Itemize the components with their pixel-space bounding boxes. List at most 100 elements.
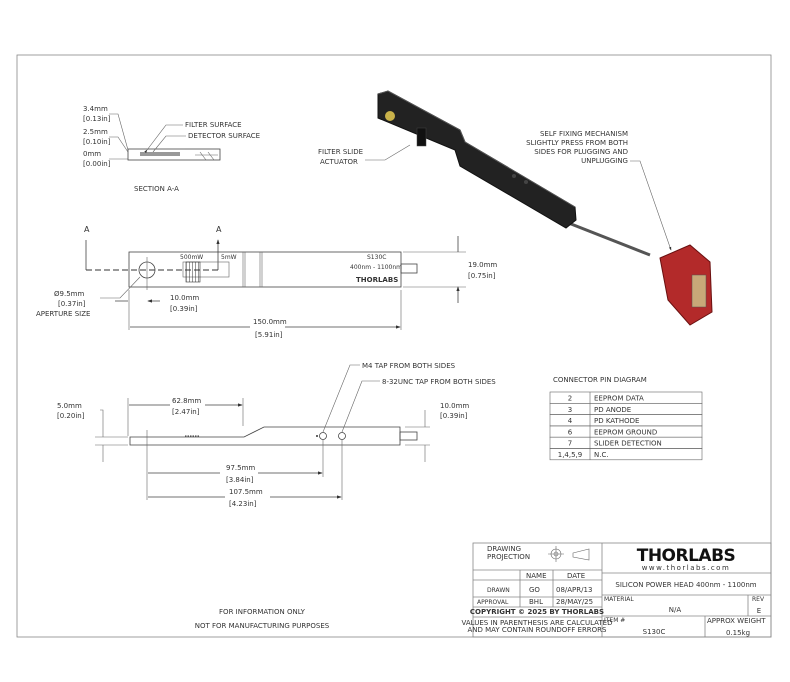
pin-signal: N.C.: [594, 451, 609, 459]
pin-row: 1,4,5,9 N.C.: [549, 448, 703, 461]
dim-2-5mm: 2.5mm: [83, 128, 108, 136]
drawing-projection-1: DRAWING: [487, 545, 521, 553]
pin-row: 3 PD ANODE: [549, 402, 703, 415]
filter-slide-label: FILTER SLIDE: [318, 148, 363, 156]
name-header: NAME: [526, 572, 547, 580]
unc-tap-hole: [338, 432, 346, 440]
projection-symbol-icon: [548, 546, 590, 562]
drawing-border: [16, 54, 772, 638]
thin-length-in: [2.47in]: [172, 408, 200, 416]
thin-length-mm: 62.8mm: [172, 397, 201, 405]
pin-number: 7: [568, 440, 572, 448]
dim-0mm: 0mm: [83, 150, 101, 158]
drawn-name: GO: [529, 586, 540, 594]
self-fixing-line-1: SELF FIXING MECHANISM: [540, 130, 628, 138]
filter-slider: [185, 261, 201, 283]
dim-0-13in: [0.13in]: [83, 115, 111, 123]
disclaimer-2: AND MAY CONTAIN ROUNDOFF ERRORS: [468, 626, 608, 634]
offset-in: [0.39in]: [170, 305, 198, 313]
detector: [140, 152, 180, 156]
approval-label: APPROVAL: [477, 599, 509, 606]
unc-position-in: [4.23in]: [229, 500, 257, 508]
unc-position-mm: 107.5mm: [229, 488, 263, 496]
section-a-a: 3.4mm [0.13in] 2.5mm [0.10in] 0mm [0.00i…: [83, 105, 260, 193]
pin-row: 6 EEPROM GROUND: [549, 425, 703, 438]
m4-tap-label: M4 TAP FROM BOTH SIDES: [362, 362, 456, 370]
length-mm: 150.0mm: [253, 318, 287, 326]
m4-tap-hole: [319, 432, 327, 440]
aperture-label: APERTURE SIZE: [36, 310, 90, 318]
pin-signal: PD ANODE: [594, 406, 631, 414]
section-mark-right: A: [216, 225, 222, 234]
height-in: [0.75in]: [468, 272, 496, 280]
disclaimer-1: VALUES IN PARENTHESIS ARE CALCULATED: [462, 619, 613, 627]
material-value: N/A: [669, 606, 682, 614]
approval-name: BHL: [529, 598, 543, 606]
height-mm: 19.0mm: [468, 261, 497, 269]
top-view: A A 500mW 5mW S130C 400nm - 1100nm THORL…: [36, 225, 497, 339]
m4-position-in: [3.84in]: [226, 476, 254, 484]
self-fixing-line-2: SLIGHTLY PRESS FROM BOTH: [526, 139, 628, 147]
sensor-body: [377, 90, 577, 229]
drawing-projection-2: PROJECTION: [487, 553, 530, 561]
filter-surface-label: FILTER SURFACE: [185, 121, 242, 129]
pin-signal: PD KATHODE: [594, 417, 639, 425]
notice-line-2: NOT FOR MANUFACTURING PURPOSES: [195, 622, 330, 630]
m4-position-mm: 97.5mm: [226, 464, 255, 472]
pin-number: 6: [568, 428, 573, 436]
logo-engraving: THORLABS: [356, 276, 398, 284]
dim-0-00in: [0.00in]: [83, 160, 111, 168]
rev-label: REV: [752, 596, 765, 603]
side-body: [129, 426, 401, 446]
pin-signal: SLIDER DETECTION: [594, 440, 662, 448]
self-fixing-line-4: UNPLUGGING: [581, 157, 628, 165]
thin-thickness-mm: 5.0mm: [57, 402, 82, 410]
item-label: ITEM #: [604, 617, 625, 624]
cable: [565, 220, 651, 257]
unc-tap-label: 8-32UNC TAP FROM BOTH SIDES: [382, 378, 496, 386]
thick-thickness-mm: 10.0mm: [440, 402, 469, 410]
copyright: COPYRIGHT © 2025 BY THORLABS: [470, 608, 604, 616]
thin-thickness-in: [0.20in]: [57, 412, 85, 420]
detector-surface-label: DETECTOR SURFACE: [188, 132, 260, 140]
aperture-window: [385, 111, 395, 121]
pin-diagram-title: CONNECTOR PIN DIAGRAM: [553, 376, 647, 384]
self-fixing-line-3: SIDES FOR PLUGGING AND: [534, 148, 628, 156]
pin-signal: EEPROM DATA: [594, 395, 644, 403]
aperture-mm: Ø9.5mm: [54, 290, 84, 298]
range-engraving: 400nm - 1100nm: [350, 264, 402, 271]
pin-signal: EEPROM GROUND: [594, 428, 657, 436]
drawn-label: DRAWN: [487, 587, 510, 594]
rev-value: E: [757, 607, 761, 615]
notice-line-1: FOR INFORMATION ONLY: [219, 608, 306, 616]
drawn-date: 08/APR/13: [556, 586, 592, 594]
filter-slide-label-2: ACTUATOR: [320, 158, 358, 166]
approval-date: 28/MAY/25: [556, 598, 593, 606]
material-label: MATERIAL: [604, 596, 634, 603]
section-body: [127, 148, 221, 161]
item-value: S130C: [643, 628, 666, 636]
weight-value: 0.15kg: [726, 629, 750, 637]
isometric-view: FILTER SLIDE ACTUATOR SELF FIXING MECHAN…: [318, 90, 713, 326]
title-block: DRAWING PROJECTION NAME DATE DRAWN GO 08…: [462, 542, 772, 638]
dim-3-4mm: 3.4mm: [83, 105, 108, 113]
pin-number: 1,4,5,9: [558, 451, 583, 459]
date-header: DATE: [567, 572, 585, 580]
offset-mm: 10.0mm: [170, 294, 199, 302]
power-low-label: 5mW: [221, 254, 237, 261]
length-in: [5.91in]: [255, 331, 283, 339]
pin-number: 3: [568, 406, 572, 414]
section-mark-left: A: [84, 225, 90, 234]
thick-thickness-in: [0.39in]: [440, 412, 468, 420]
model-engraving: S130C: [367, 254, 386, 261]
weight-label: APPROX WEIGHT: [707, 617, 766, 625]
description: SILICON POWER HEAD 400nm - 1100nm: [615, 581, 756, 589]
pin-row: 7 SLIDER DETECTION: [549, 436, 703, 449]
aperture-in: [0.37in]: [58, 300, 86, 308]
power-high-label: 500mW: [180, 254, 203, 261]
thorlabs-logo: THORLABS: [637, 546, 736, 566]
